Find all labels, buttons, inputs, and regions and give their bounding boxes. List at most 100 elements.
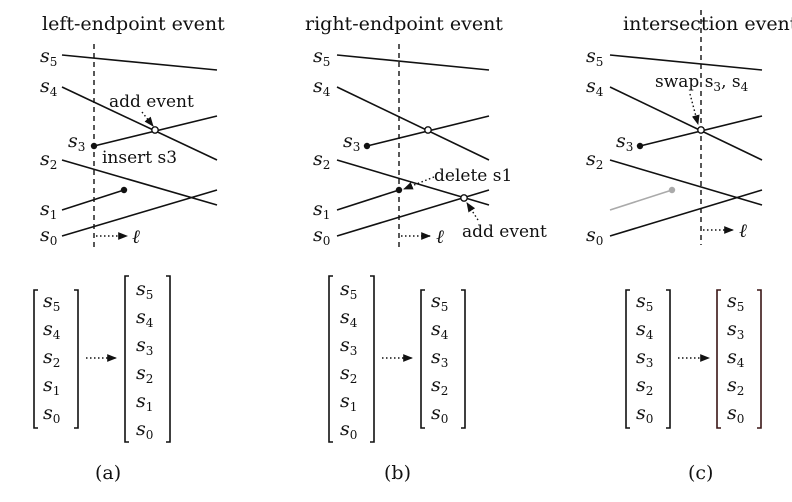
panel-a-status-after: s5 s4 s3 s2 s1 s0	[124, 275, 171, 443]
panel-c-label-s2: s2	[586, 148, 603, 172]
panel-b-after-item: s4	[431, 318, 449, 342]
panel-a-after-right-bracket	[166, 275, 171, 443]
panel-c-before-left-bracket	[625, 289, 630, 429]
panel-a-after-item: s3	[136, 334, 153, 358]
panel-c-point-s3-left	[636, 142, 644, 150]
panel-c-status-before: s5 s4 s3 s2 s0	[625, 289, 671, 429]
panel-a-before-item: s0	[43, 402, 60, 426]
panel-a-label-s5: s5	[40, 45, 57, 69]
panel-c-point-s1-right-removed	[668, 186, 676, 194]
panel-c-label-s5: s5	[586, 45, 603, 69]
panel-b-annotation-delete: delete s1	[434, 166, 512, 186]
panel-b-segment-s5	[336, 54, 490, 71]
panel-a-point-intersection	[151, 126, 159, 134]
panel-b-before-item: s3	[340, 334, 357, 358]
panel-b-status-after: s5 s4 s3 s2 s0	[420, 289, 466, 429]
panel-b-status-before: s5 s4 s3 s2 s1 s0	[328, 275, 375, 443]
panel-c-after-left-bracket	[716, 289, 721, 429]
panel-b-label-s5: s5	[313, 45, 330, 69]
panel-a-label-s0: s0	[40, 224, 57, 248]
panel-c-label-s3: s3	[616, 130, 633, 154]
panel-b-after-left-bracket	[420, 289, 425, 429]
panel-b-caption: (b)	[384, 462, 411, 484]
panel-b-after-item: s5	[431, 290, 448, 314]
panel-c-segment-s2	[609, 159, 763, 206]
panel-c-swap-arrow	[689, 93, 700, 125]
panel-a-status-before: s5 s4 s2 s1 s0	[33, 289, 79, 429]
panel-a-after-left-bracket	[124, 275, 129, 443]
panel-c-sweep-label: ℓ	[739, 220, 747, 242]
panel-a-caption: (a)	[95, 462, 121, 484]
panel-c-before-item: s0	[636, 402, 653, 426]
panel-c-before-right-bracket	[666, 289, 671, 429]
panel-a-annotation-add-event: add event	[109, 92, 194, 112]
panel-b-sweep-label: ℓ	[436, 226, 444, 248]
panel-b-after-item: s0	[431, 402, 448, 426]
panel-c-status-after: s5 s3 s4 s2 s0	[716, 289, 762, 429]
panel-a-after-item: s5	[136, 278, 153, 302]
panel-c-segment-s0	[609, 189, 763, 237]
panel-a-after-item: s4	[136, 306, 154, 330]
panel-c-before-item: s4	[636, 318, 654, 342]
panel-b-segment-s4	[336, 86, 490, 161]
panel-b-point-intersection-s3-s4	[424, 126, 432, 134]
panel-c: intersection event ℓ swap s3, s4 s5 s4 s…	[586, 10, 792, 484]
panel-a-label-s1: s1	[40, 198, 57, 222]
panel-b-delete-arrow	[403, 176, 435, 190]
panel-b-label-s0: s0	[313, 224, 330, 248]
panel-b-after-right-bracket	[461, 289, 466, 429]
panel-a-annotation-insert: insert s3	[102, 148, 177, 168]
panel-a-before-item: s4	[43, 318, 61, 342]
panel-b: right-endpoint event ℓ delete s1 add eve…	[305, 13, 547, 484]
panel-a-label-s4: s4	[40, 75, 58, 99]
panel-b-title: right-endpoint event	[305, 13, 503, 35]
panel-a-before-left-bracket	[33, 289, 38, 429]
panel-c-point-intersection	[697, 126, 705, 134]
panel-c-before-item: s3	[636, 346, 653, 370]
panel-a-after-item: s2	[136, 362, 153, 386]
panel-c-title: intersection event	[623, 13, 792, 35]
panel-c-label-s0: s0	[586, 224, 603, 248]
panel-a-label-s3: s3	[68, 130, 85, 154]
panel-b-before-right-bracket	[370, 275, 375, 443]
panel-b-before-item: s5	[340, 278, 357, 302]
panel-a-point-s1-right	[120, 186, 128, 194]
panel-b-label-s1: s1	[313, 198, 330, 222]
panel-b-before-item: s1	[340, 390, 357, 414]
panel-c-segment-s4	[609, 86, 763, 161]
panel-a-segment-s5	[61, 54, 218, 71]
panel-a-segment-s4	[61, 86, 218, 161]
panel-b-label-s3: s3	[343, 130, 360, 154]
panel-a-after-item: s0	[136, 418, 153, 442]
panel-a-segment-s1	[61, 189, 125, 211]
panel-c-after-item: s5	[727, 290, 744, 314]
panel-b-after-item: s2	[431, 374, 448, 398]
panel-b-point-s1-right	[395, 186, 403, 194]
panel-c-label-s4: s4	[586, 75, 604, 99]
panel-a-label-s2: s2	[40, 148, 57, 172]
panel-b-before-item: s2	[340, 362, 357, 386]
panel-c-after-item: s2	[727, 374, 744, 398]
panel-a-point-s3-left	[90, 142, 98, 150]
panel-c-segment-s1-removed	[609, 189, 673, 211]
panel-a-before-item: s1	[43, 374, 60, 398]
panel-a-before-item: s5	[43, 290, 60, 314]
panel-b-point-s3-left	[363, 142, 371, 150]
panel-c-before-item: s2	[636, 374, 653, 398]
panel-b-after-item: s3	[431, 346, 448, 370]
panel-a: left-endpoint event ℓ add event insert s…	[33, 13, 225, 484]
panel-b-point-intersection-s0-s2	[460, 194, 468, 202]
panel-c-after-item: s3	[727, 318, 744, 342]
panel-b-segment-s1	[336, 189, 400, 211]
panel-a-before-right-bracket	[74, 289, 79, 429]
panel-c-before-item: s5	[636, 290, 653, 314]
panel-b-annotation-add-event: add event	[462, 222, 547, 242]
panel-a-add-event-arrow	[141, 111, 154, 127]
panel-c-after-right-bracket	[757, 289, 762, 429]
panel-c-after-item: s0	[727, 402, 744, 426]
panel-b-before-left-bracket	[328, 275, 333, 443]
panel-a-sweep-label: ℓ	[132, 226, 140, 248]
panel-a-before-item: s2	[43, 346, 60, 370]
